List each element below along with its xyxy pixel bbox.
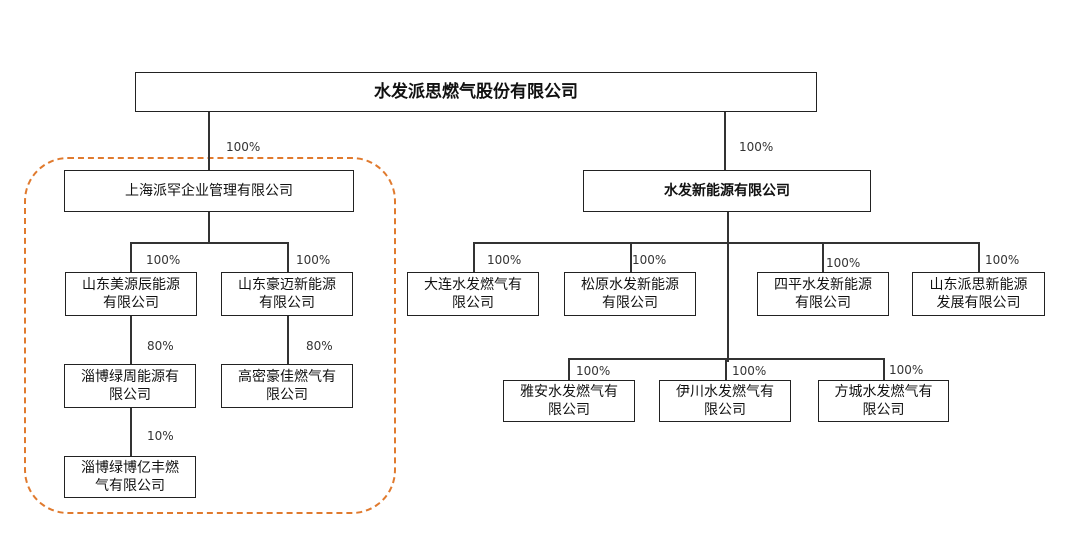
- left-sub-b-child-node: 高密豪佳燃气有 限公司: [221, 364, 353, 408]
- connector: [725, 358, 727, 380]
- connector: [978, 242, 980, 272]
- right-holding-company-node: 水发新能源有限公司: [583, 170, 871, 212]
- ownership-percentage: 100%: [146, 253, 181, 267]
- connector: [568, 358, 570, 380]
- ownership-percentage: 100%: [739, 140, 774, 154]
- left-holding-company-node: 上海派罕企业管理有限公司: [64, 170, 354, 212]
- ownership-percentage: 100%: [985, 253, 1020, 267]
- left-sub-a-node: 山东美源辰能源 有限公司: [65, 272, 197, 316]
- right-subsidiary-node: 大连水发燃气有 限公司: [407, 272, 539, 316]
- connector: [822, 242, 824, 272]
- connector: [130, 242, 132, 272]
- connector: [630, 242, 632, 272]
- ownership-percentage: 100%: [632, 253, 667, 267]
- right-subsidiary-node: 山东派思新能源 发展有限公司: [912, 272, 1045, 316]
- connector: [727, 212, 729, 362]
- right-subsidiary-node: 伊川水发燃气有 限公司: [659, 380, 791, 422]
- connector: [208, 112, 210, 170]
- connector: [473, 242, 979, 244]
- right-subsidiary-node: 松原水发新能源 有限公司: [564, 272, 696, 316]
- connector: [287, 316, 289, 364]
- right-subsidiary-node: 方城水发燃气有 限公司: [818, 380, 949, 422]
- connector: [208, 212, 210, 242]
- ownership-percentage: 80%: [306, 339, 333, 353]
- left-sub-a-child-node: 淄博绿周能源有 限公司: [64, 364, 196, 408]
- left-sub-a-grandchild-node: 淄博绿博亿丰燃 气有限公司: [64, 456, 196, 498]
- ownership-percentage: 100%: [226, 140, 261, 154]
- connector: [130, 408, 132, 456]
- ownership-percentage: 100%: [487, 253, 522, 267]
- connector: [287, 242, 289, 272]
- ownership-percentage: 100%: [296, 253, 331, 267]
- right-subsidiary-node: 四平水发新能源 有限公司: [757, 272, 889, 316]
- ownership-percentage: 100%: [576, 364, 611, 378]
- left-group-highlight-outline: [24, 157, 396, 514]
- ownership-percentage: 80%: [147, 339, 174, 353]
- connector: [130, 316, 132, 364]
- connector: [473, 242, 475, 272]
- connector: [883, 358, 885, 380]
- ownership-percentage: 100%: [826, 256, 861, 270]
- ownership-percentage: 10%: [147, 429, 174, 443]
- connector: [130, 242, 288, 244]
- ownership-percentage: 100%: [889, 363, 924, 377]
- left-sub-b-node: 山东豪迈新能源 有限公司: [221, 272, 353, 316]
- ownership-percentage: 100%: [732, 364, 767, 378]
- connector: [724, 112, 726, 170]
- right-subsidiary-node: 雅安水发燃气有 限公司: [503, 380, 635, 422]
- root-company-node: 水发派思燃气股份有限公司: [135, 72, 817, 112]
